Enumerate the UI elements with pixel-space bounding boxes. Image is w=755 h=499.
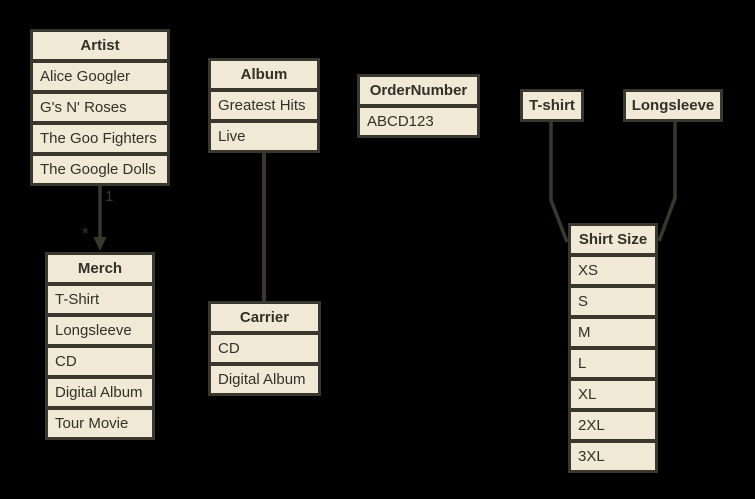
entity-row: Digital Album: [48, 379, 152, 406]
entity-row: The Goo Fighters: [33, 125, 167, 152]
entity-row: XS: [571, 257, 655, 284]
entity-title-album: Album: [211, 61, 317, 88]
entity-row: Alice Googler: [33, 63, 167, 90]
entity-row: XL: [571, 381, 655, 408]
entity-title-merch: Merch: [48, 255, 152, 282]
entity-row: Greatest Hits: [211, 92, 317, 119]
entity-tshirt: T-shirt: [520, 89, 584, 122]
entity-title-artist: Artist: [33, 32, 167, 59]
entity-title-tshirt: T-shirt: [523, 92, 581, 119]
entity-row: Longsleeve: [48, 317, 152, 344]
entity-row: T-Shirt: [48, 286, 152, 313]
entity-title-carrier: Carrier: [211, 304, 318, 331]
entity-row: L: [571, 350, 655, 377]
entity-row: 2XL: [571, 412, 655, 439]
entity-longsleeve: Longsleeve: [623, 89, 723, 122]
entity-row: ABCD123: [360, 108, 477, 135]
entity-row: G's N' Roses: [33, 94, 167, 121]
entity-row: 3XL: [571, 443, 655, 470]
connector-arrowhead-icon: [93, 237, 107, 251]
entity-row: The Google Dolls: [33, 156, 167, 183]
entity-row: M: [571, 319, 655, 346]
entity-row: Live: [211, 123, 317, 150]
entity-title-longsleeve: Longsleeve: [626, 92, 720, 119]
multiplicity-label-one: 1: [105, 188, 114, 205]
entity-row: CD: [48, 348, 152, 375]
entity-title-shirtsize: Shirt Size: [571, 226, 655, 253]
entity-row: Tour Movie: [48, 410, 152, 437]
entity-row: CD: [211, 335, 318, 362]
entity-row: Digital Album: [211, 366, 318, 393]
connector-tshirt-shirtsize: [549, 121, 569, 243]
entity-row: S: [571, 288, 655, 315]
connector-longsleeve-shirtsize: [657, 121, 677, 242]
multiplicity-label-many: *: [82, 224, 89, 243]
entity-title-ordernumber: OrderNumber: [360, 77, 477, 104]
